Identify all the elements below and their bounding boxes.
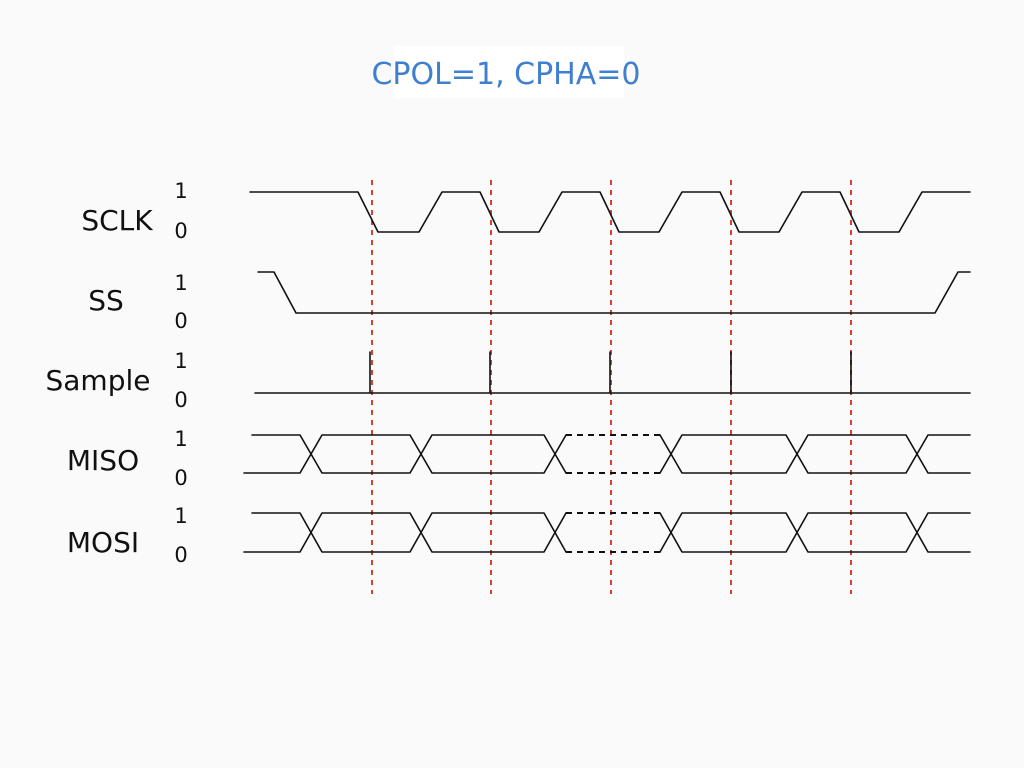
signal-label-sclk: SCLK (81, 204, 153, 237)
sclk-waveform (249, 191, 971, 233)
sclk-low-label: 0 (174, 219, 187, 243)
signal-label-mosi: MOSI (67, 526, 139, 559)
signal-label-miso: MISO (67, 444, 139, 477)
sclk-high-label: 1 (174, 179, 187, 203)
signal-label-ss: SS (88, 284, 124, 317)
signal-label-sample: Sample (46, 364, 151, 397)
ss-waveform (257, 271, 971, 314)
mosi-dashed-bits (566, 512, 660, 553)
diagram-title: CPOL=1, CPHA=0 (371, 57, 640, 92)
miso-low-label: 0 (174, 466, 187, 490)
miso-dashed-bits (566, 434, 660, 474)
mosi-low-label: 0 (174, 543, 187, 567)
miso-high-label: 1 (174, 427, 187, 451)
mosi-high-label: 1 (174, 504, 187, 528)
title-background (394, 46, 624, 98)
sample-low-label: 0 (174, 388, 187, 412)
ss-low-label: 0 (174, 309, 187, 333)
miso-waveform (243, 434, 971, 474)
mosi-waveform (243, 512, 971, 553)
sample-high-label: 1 (174, 349, 187, 373)
sample-waveform (254, 351, 971, 394)
ss-high-label: 1 (174, 271, 187, 295)
